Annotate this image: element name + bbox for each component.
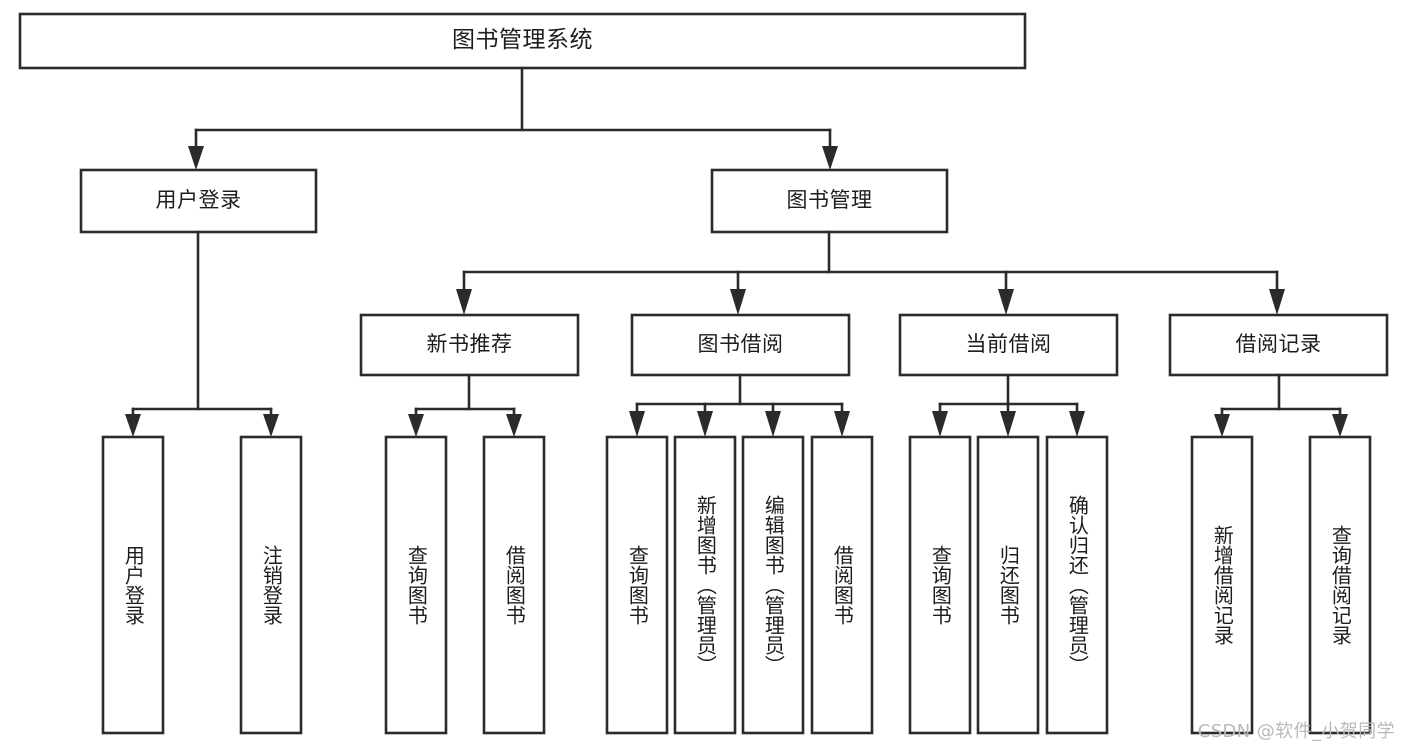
- node-leaf-edit-book-box[interactable]: [741, 435, 805, 735]
- arrow-head-book-borrow: [730, 289, 746, 315]
- node-leaf-query-book-1-box[interactable]: [384, 435, 448, 735]
- node-book-borrow-box[interactable]: [630, 313, 851, 377]
- node-leaf-add-record-box[interactable]: [1190, 435, 1254, 735]
- node-leaf-borrow-book-2-box[interactable]: [810, 435, 874, 735]
- arrow-head-leaf-query-record: [1332, 414, 1348, 437]
- arrow-head-leaf-query-book-2: [629, 411, 645, 437]
- arrow-head-book-manage: [822, 146, 838, 170]
- arrow-head-current-borrow: [998, 289, 1014, 315]
- arrow-head-leaf-borrow-book-1: [506, 414, 522, 437]
- arrow-head-borrow-record: [1269, 289, 1285, 315]
- arrow-head-leaf-add-record: [1214, 414, 1230, 437]
- node-borrow-record-box[interactable]: [1168, 313, 1389, 377]
- arrow-head-leaf-borrow-book-2: [834, 411, 850, 437]
- node-user-login-box[interactable]: [79, 168, 318, 234]
- node-leaf-query-book-2-box[interactable]: [605, 435, 669, 735]
- node-leaf-query-record-box[interactable]: [1308, 435, 1372, 735]
- arrow-head-new-book-recommend: [456, 289, 472, 315]
- node-current-borrow-box[interactable]: [898, 313, 1119, 377]
- node-leaf-return-book-box[interactable]: [976, 435, 1040, 735]
- arrow-head-user-login: [188, 146, 204, 170]
- arrow-head-leaf-add-book: [697, 411, 713, 437]
- arrow-head-leaf-query-book-1: [408, 414, 424, 437]
- node-leaf-user-login-box[interactable]: [101, 435, 165, 735]
- node-leaf-borrow-book-1-box[interactable]: [482, 435, 546, 735]
- arrow-head-leaf-return-book: [1000, 411, 1016, 437]
- node-leaf-query-book-3-box[interactable]: [908, 435, 972, 735]
- arrow-head-leaf-confirm-return: [1069, 411, 1085, 437]
- node-leaf-add-book-box[interactable]: [673, 435, 737, 735]
- node-book-manage-box[interactable]: [710, 168, 949, 234]
- arrow-head-leaf-logout-login: [263, 414, 279, 437]
- node-leaf-logout-login-box[interactable]: [239, 435, 303, 735]
- node-new-book-recommend-box[interactable]: [359, 313, 580, 377]
- node-leaf-confirm-return-box[interactable]: [1045, 435, 1109, 735]
- node-root-box[interactable]: [18, 12, 1027, 70]
- arrow-head-leaf-edit-book: [765, 411, 781, 437]
- arrow-head-leaf-query-book-3: [932, 411, 948, 437]
- arrow-head-leaf-user-login: [125, 414, 141, 437]
